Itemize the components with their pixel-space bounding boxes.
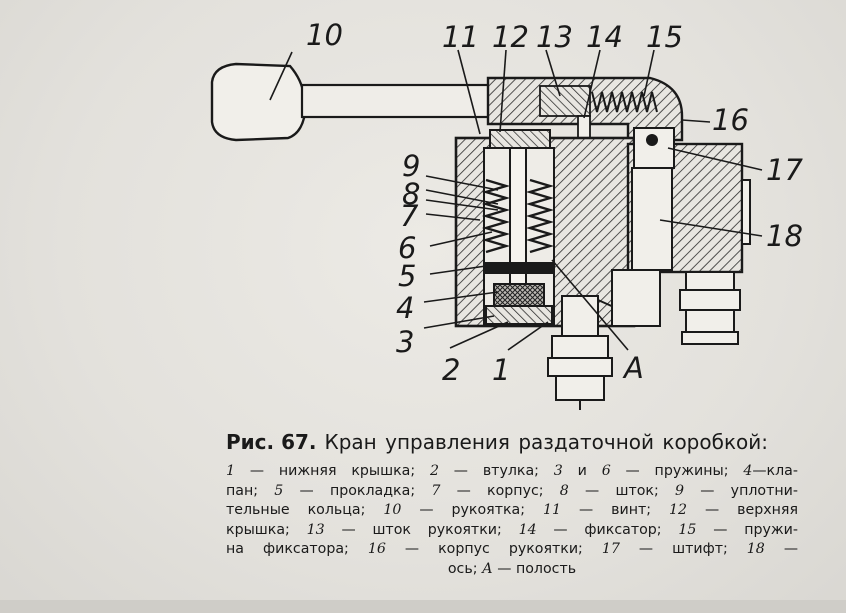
legend-line: 1 — нижняя крышка; 2 — втулка; 3 и 6 — п… — [226, 463, 798, 479]
figure-legend: 1 — нижняя крышка; 2 — втулка; 3 и 6 — п… — [226, 462, 798, 580]
callout-A: A — [622, 351, 644, 385]
callout-14: 14 — [586, 20, 623, 54]
figure-number: Рис. 67. — [226, 430, 317, 454]
callout-16: 16 — [712, 103, 749, 137]
handle-knob — [210, 62, 306, 142]
callout-5: 5 — [398, 259, 416, 293]
callout-6: 6 — [398, 231, 416, 265]
callout-10: 10 — [306, 18, 343, 52]
legend-line: ось; А — полость — [447, 560, 577, 577]
legend-line: крышка; 13 — шток рукоятки; 14 — фиксато… — [226, 521, 798, 538]
callout-12: 12 — [492, 20, 529, 54]
legend-line: на фиксатора; 16 — корпус рукоятки; 17 —… — [226, 541, 799, 558]
figure-caption-title: Рис. 67. Кран управления раздаточной коро… — [226, 430, 826, 454]
handle-housing — [486, 76, 684, 143]
legend-line: тельные кольца; 10 — рукоятка; 11 — винт… — [226, 502, 798, 519]
legend-line: пан; 5 — прокладка; 7 — корпус; 8 — шток… — [226, 482, 798, 499]
bottom-fitting — [547, 295, 613, 410]
callout-8: 8 — [402, 177, 420, 211]
callout-2: 2 — [442, 353, 460, 387]
valve-body — [454, 127, 751, 328]
leader-lines — [269, 49, 763, 351]
figure-title: Кран управления раздаточной коробкой: — [324, 430, 768, 454]
callout-9: 9 — [402, 149, 420, 183]
callout-11: 11 — [442, 20, 479, 54]
page-bottom-edge — [0, 600, 846, 613]
callout-1: 1 — [492, 353, 510, 387]
callout-18: 18 — [766, 219, 803, 253]
callout-17: 17 — [766, 153, 803, 187]
right-fitting — [679, 271, 741, 345]
callout-7: 7 — [400, 199, 419, 233]
callout-4: 4 — [396, 291, 414, 325]
callout-15: 15 — [646, 20, 683, 54]
callout-13: 13 — [536, 20, 573, 54]
callout-3: 3 — [396, 325, 414, 359]
